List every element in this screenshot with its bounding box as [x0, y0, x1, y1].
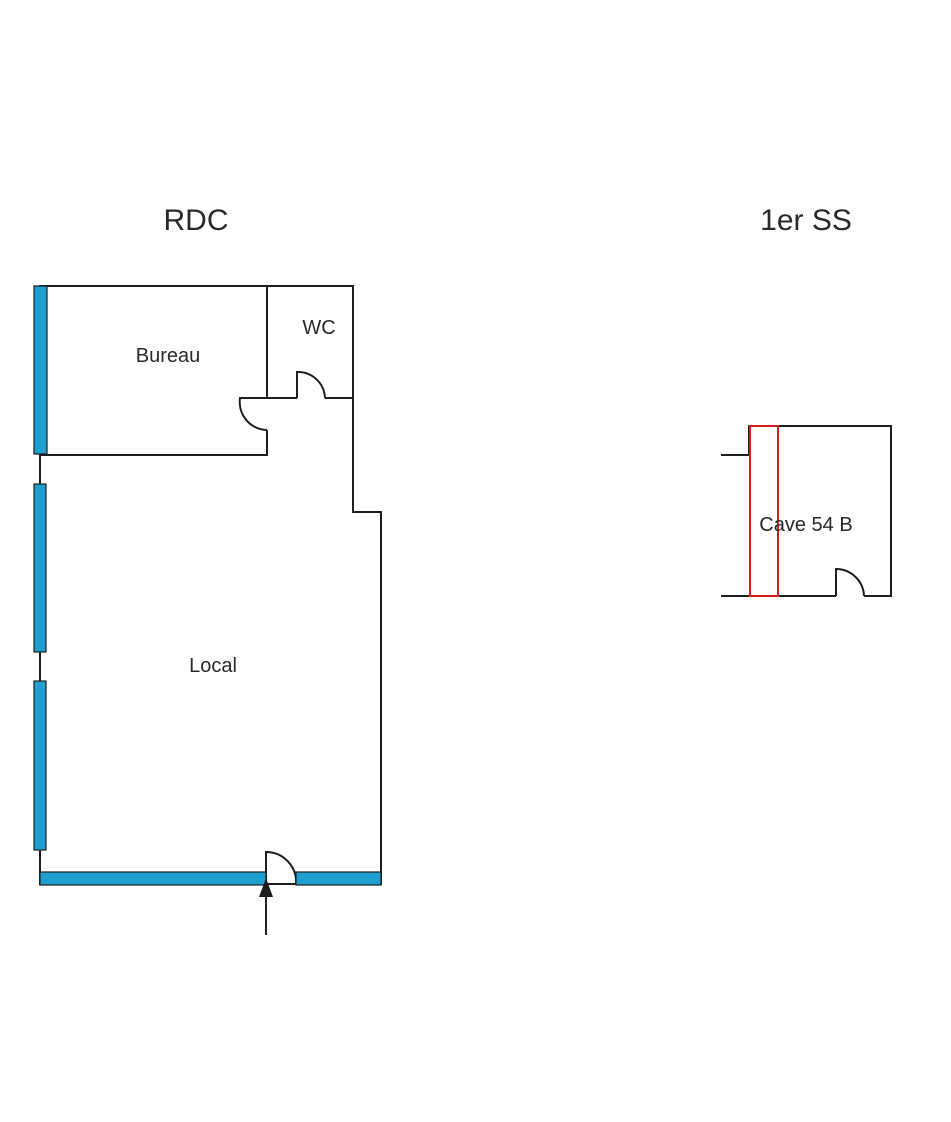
window-front-right [295, 871, 382, 886]
room-label-bureau: Bureau [136, 345, 201, 367]
window-left-mid [33, 483, 47, 653]
cave-outer-wall [721, 425, 892, 597]
ss1-plan: Cave 54 B [721, 425, 892, 597]
window-left-bureau [33, 285, 48, 455]
rdc-plan: Bureau WC Local [33, 285, 382, 935]
window-front-left [39, 871, 267, 886]
window-left-low [33, 680, 47, 851]
bureau-wall [40, 430, 268, 456]
bureau-door [238, 397, 268, 431]
wc-door [296, 370, 326, 399]
floor-title-1er-ss: 1er SS [760, 204, 852, 237]
floor-title-rdc: RDC [164, 204, 229, 237]
cave-door [835, 567, 865, 597]
rdc-outer-wall [39, 285, 382, 885]
room-label-local: Local [189, 655, 237, 677]
room-label-cave: Cave 54 B [759, 514, 852, 536]
cave-highlight-zone [749, 425, 779, 597]
entrance-arrow-icon [259, 878, 273, 935]
room-label-wc: WC [302, 317, 335, 339]
entrance-door [265, 850, 298, 885]
